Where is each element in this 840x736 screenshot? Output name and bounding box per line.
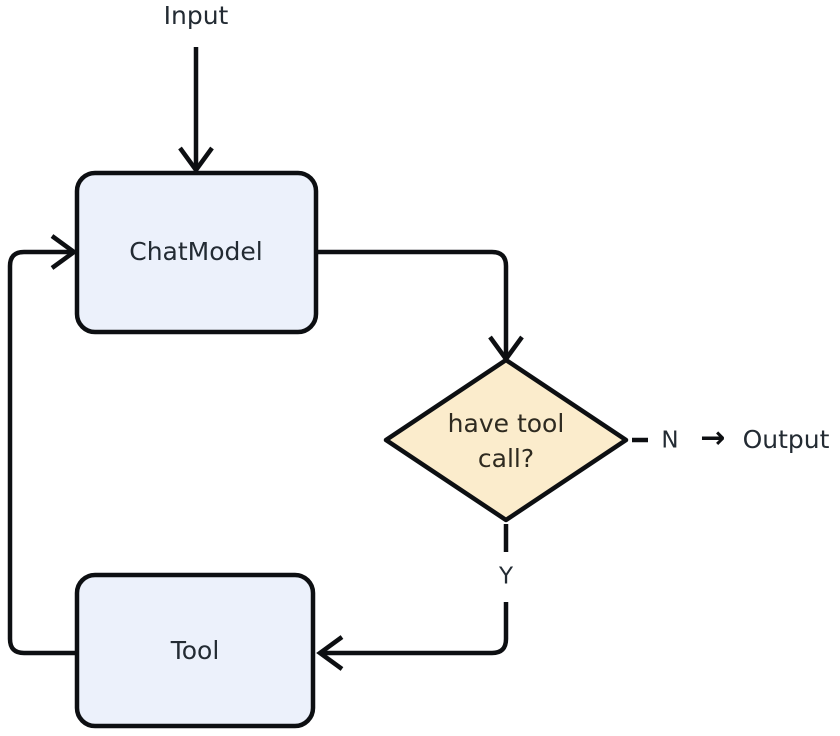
arrowhead-into-chatmodel-left bbox=[50, 234, 78, 270]
arrowhead-into-chatmodel-top bbox=[178, 146, 214, 174]
branch-label-no: N bbox=[661, 428, 678, 454]
output-arrow-icon: → bbox=[700, 421, 725, 456]
edge-tool-to-chatmodel-loop bbox=[7, 234, 78, 656]
edge-decision-yes-to-tool: Y bbox=[316, 524, 514, 671]
node-chatmodel[interactable]: ChatModel bbox=[74, 170, 319, 335]
decision-diamond[interactable] bbox=[383, 357, 629, 523]
edge-decision-no-to-output: N → bbox=[632, 421, 726, 456]
output-label: Output bbox=[743, 425, 830, 454]
arrowhead-into-tool-right bbox=[316, 635, 344, 671]
node-output: Output bbox=[743, 425, 830, 454]
decision-label-line1: have tool bbox=[448, 409, 565, 438]
decision-label-line2: call? bbox=[478, 444, 534, 473]
tool-label: Tool bbox=[170, 636, 220, 665]
tool-box[interactable] bbox=[74, 572, 316, 729]
edge-input-to-chatmodel bbox=[178, 47, 214, 174]
edge-line-chatmodel-decision bbox=[318, 249, 509, 357]
edge-line-decision-tool bbox=[322, 602, 509, 656]
node-decision-have-tool-call[interactable]: have tool call? bbox=[383, 357, 629, 523]
edge-line-tool-chatmodel bbox=[7, 249, 77, 656]
branch-label-yes: Y bbox=[498, 564, 514, 590]
input-label: Input bbox=[164, 1, 229, 30]
chatmodel-label: ChatModel bbox=[129, 237, 262, 266]
edge-chatmodel-to-decision bbox=[318, 249, 524, 363]
node-input: Input bbox=[164, 1, 229, 30]
node-tool[interactable]: Tool bbox=[74, 572, 316, 729]
